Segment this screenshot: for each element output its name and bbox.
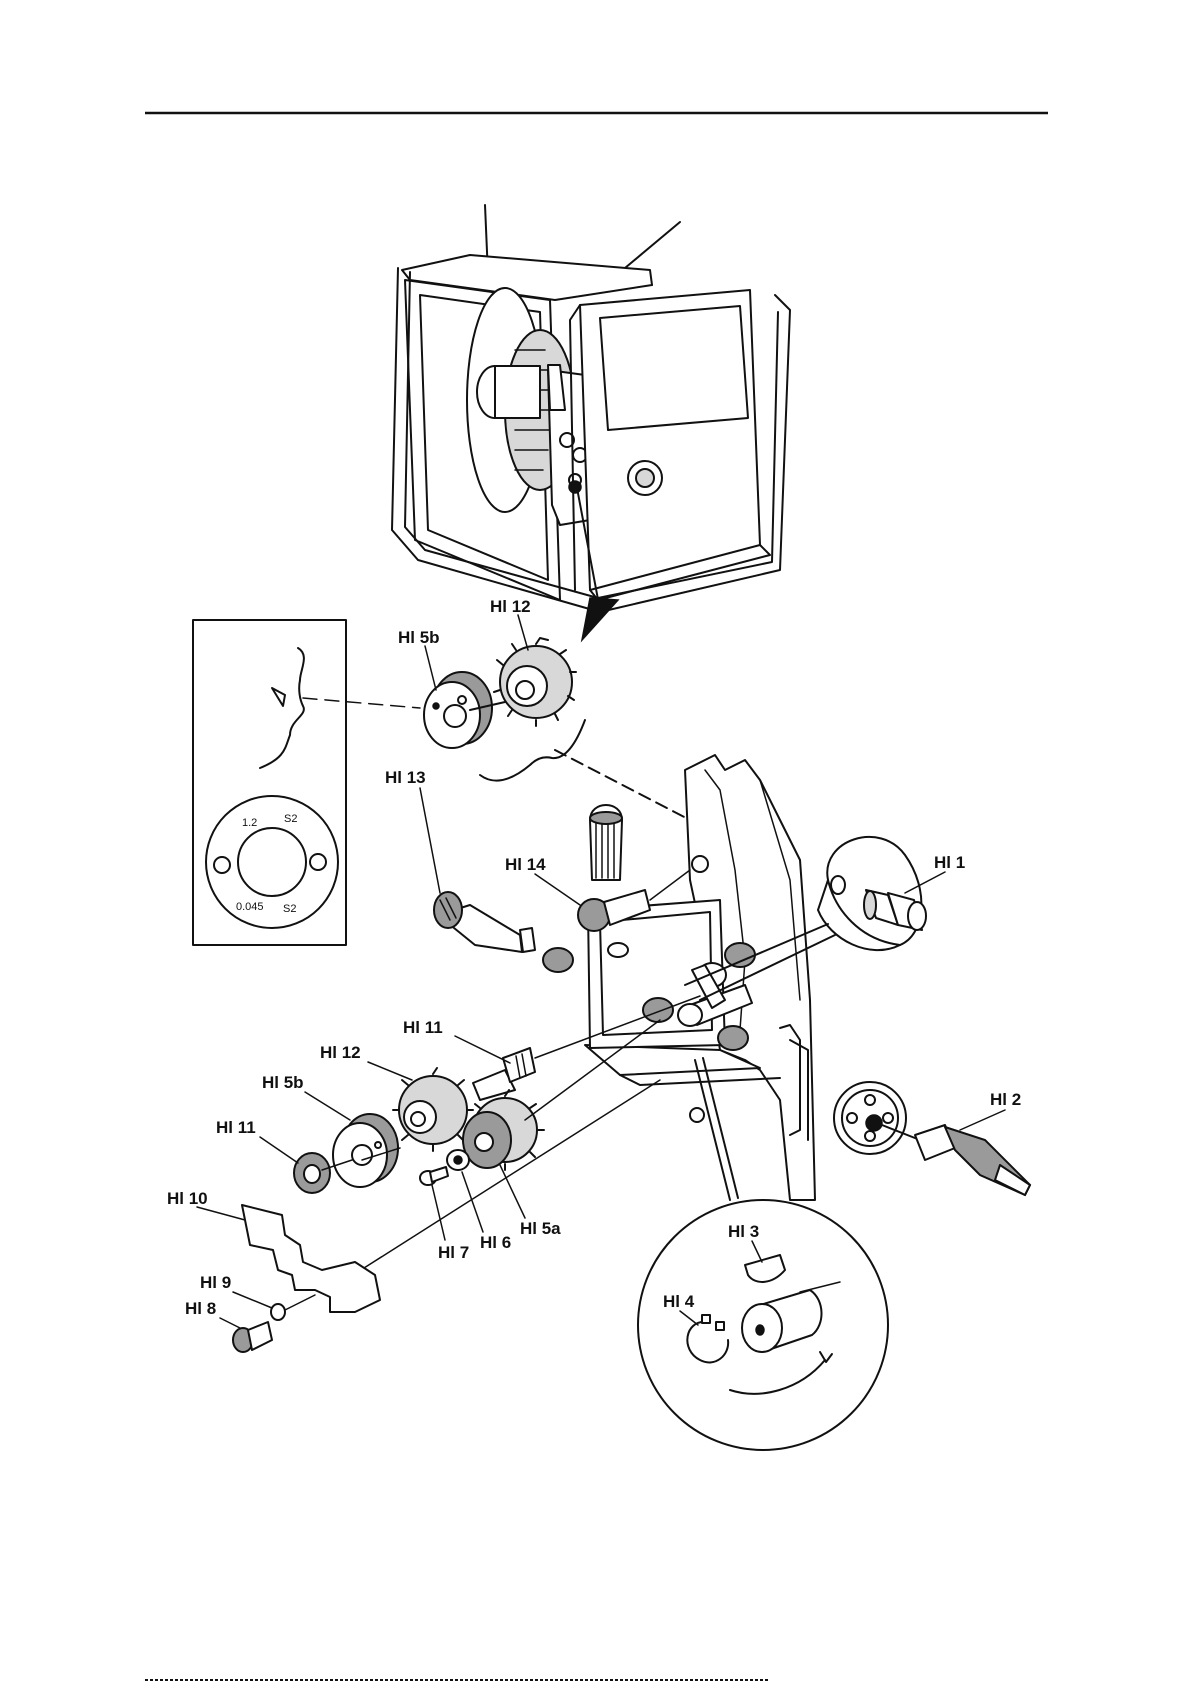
hl6-washer <box>447 1150 469 1170</box>
callout-hl7: Hl 7 <box>438 1243 469 1262</box>
roller-marking-top-left: 1.2 <box>242 817 257 829</box>
callout-hl13: Hl 13 <box>385 768 426 787</box>
welder-cabinet-icon <box>392 205 790 640</box>
callout-hl12-bottom: Hl 12 <box>320 1043 361 1062</box>
hl5b-lower-roller <box>333 1114 398 1187</box>
callout-hl4: Hl 4 <box>663 1292 695 1311</box>
wire-guide-icon <box>864 890 926 930</box>
callout-hl8: Hl 8 <box>185 1299 216 1318</box>
roller-marking-bottom-right: S2 <box>283 903 296 915</box>
drive-screw-assembly <box>434 892 535 952</box>
roller-marking-bottom-left: 0.045 <box>236 901 264 913</box>
hl12-lower-gear <box>393 1068 473 1151</box>
callout-hl1: Hl 1 <box>934 853 965 872</box>
upper-roller-assembly <box>424 638 690 820</box>
callout-hl5b-bottom: Hl 5b <box>262 1073 304 1092</box>
callout-hl11-mid: Hl 11 <box>403 1018 443 1037</box>
hl7-screw <box>420 1167 448 1185</box>
roller-marking-top-right: S2 <box>284 813 297 825</box>
callout-hl2: Hl 2 <box>990 1090 1021 1109</box>
callout-hl14: Hl 14 <box>505 855 546 874</box>
drive-gear-icon <box>494 638 576 726</box>
hl9-washer <box>271 1304 285 1320</box>
callout-hl5a: Hl 5a <box>520 1219 561 1238</box>
callout-hl12-top: Hl 12 <box>490 597 531 616</box>
callout-hl11-left: Hl 11 <box>216 1118 256 1137</box>
contact-tip-icon <box>915 1125 1030 1195</box>
callout-hl5b-top: Hl 5b <box>398 628 440 647</box>
callout-hl3: Hl 3 <box>728 1222 759 1241</box>
callout-hl6: Hl 6 <box>480 1233 511 1252</box>
wire-feeder-mechanism <box>543 755 815 1200</box>
hl3-hl4-magnifier <box>638 1200 888 1450</box>
callout-hl10: Hl 10 <box>167 1189 208 1208</box>
hl8-bolt <box>233 1295 315 1352</box>
callout-hl9: Hl 9 <box>200 1273 231 1292</box>
